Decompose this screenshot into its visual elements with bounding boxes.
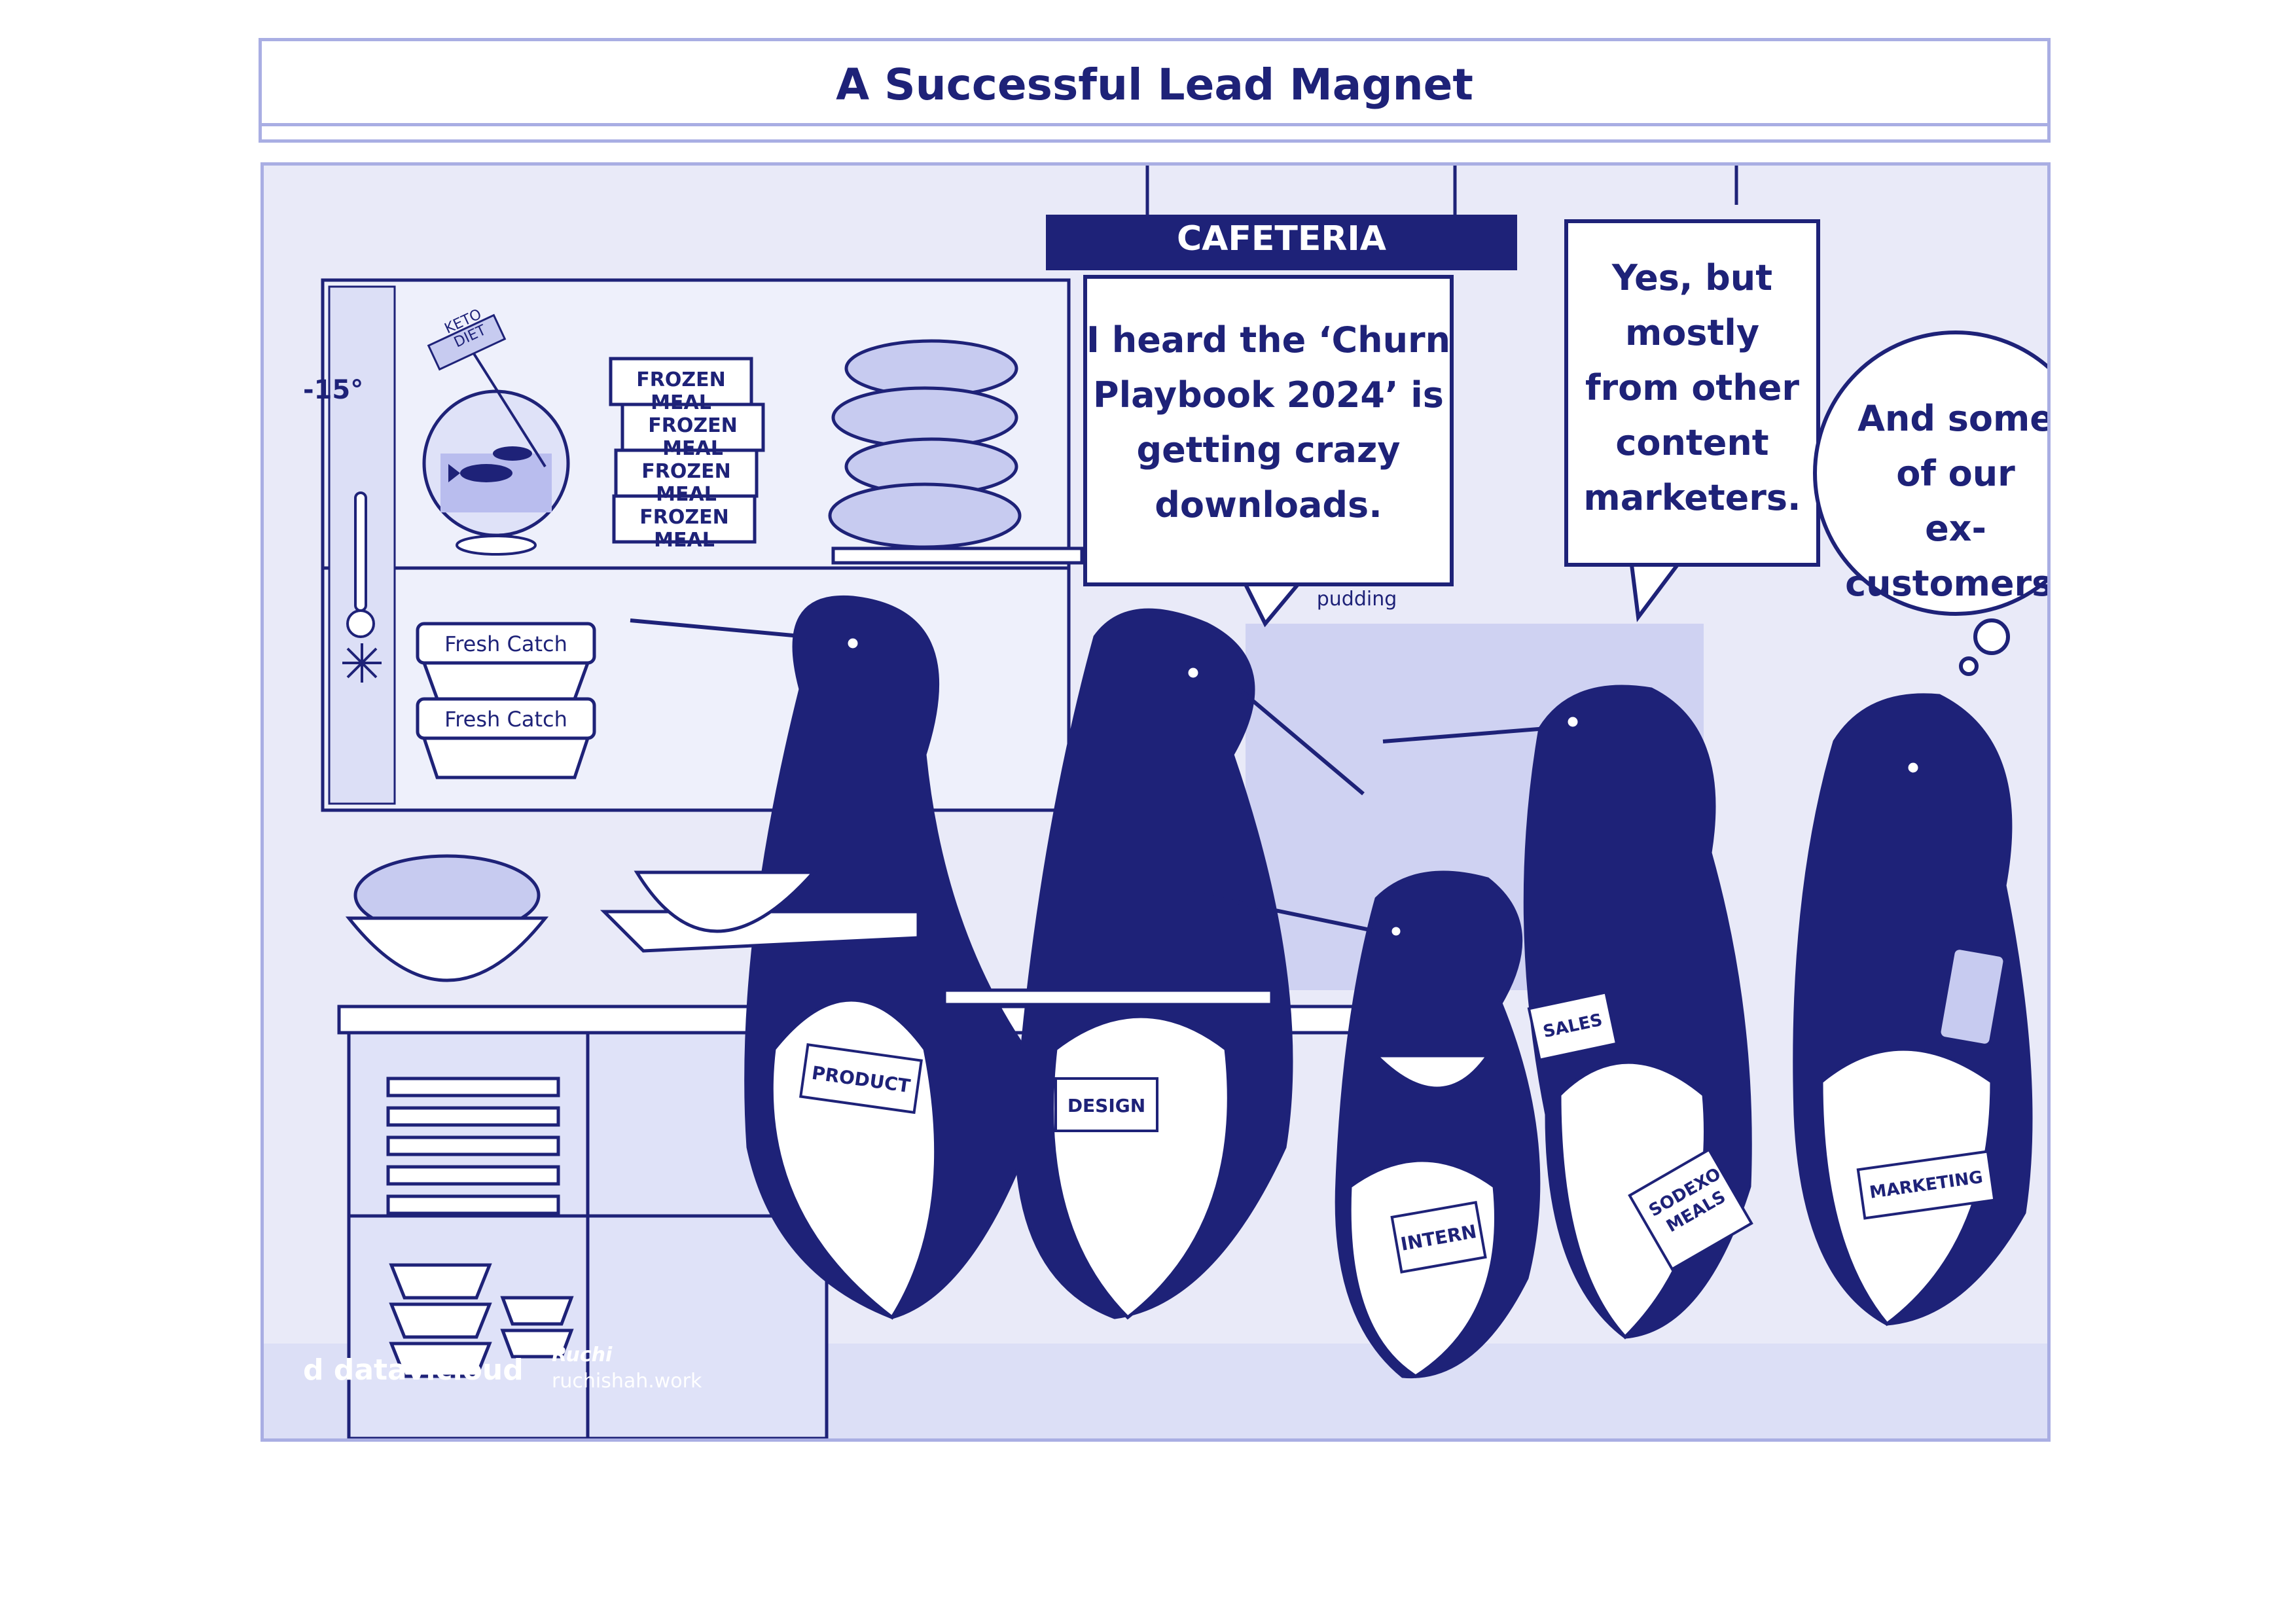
frozen-meal-label: FROZEN MEAL bbox=[639, 506, 729, 552]
badges bbox=[799, 991, 1996, 1274]
title-inner: A Successful Lead Magnet bbox=[262, 46, 2047, 126]
bubble-line: Yes, but bbox=[1611, 257, 1773, 298]
bubble-line: mostly bbox=[1624, 312, 1760, 353]
bubble-line: from other bbox=[1585, 367, 1799, 408]
frozen-meal-label: FROZEN MEAL bbox=[641, 460, 731, 506]
artist-signature: Ruchi bbox=[552, 1344, 613, 1366]
fish-stack-icon bbox=[828, 339, 1084, 565]
frozen-meal-label: FROZEN MEAL bbox=[636, 368, 726, 414]
thermometer-icon bbox=[354, 491, 367, 612]
temperature-label: -15° bbox=[303, 375, 364, 405]
artist-handle: ruchishah.work bbox=[552, 1370, 702, 1393]
thought-bubble-text: And some of our ex-customers. bbox=[1821, 391, 2051, 611]
cafeteria-sign-text: CAFETERIA bbox=[1176, 219, 1387, 259]
bubble-line: downloads. bbox=[1155, 484, 1382, 526]
pudding-sign-text: pudding bbox=[1316, 588, 1397, 611]
page-title: A Successful Lead Magnet bbox=[836, 60, 1473, 110]
fresh-catch-trays bbox=[416, 622, 596, 779]
noodle-bowl-icon bbox=[345, 854, 549, 982]
cafeteria-scene: CAFETERIA pudding -15° KETO DIET FROZEN … bbox=[260, 162, 2051, 1442]
bubble-line: of our bbox=[1896, 453, 2015, 494]
fishbowl-icon bbox=[422, 313, 570, 556]
bubble-line: ex-customers. bbox=[1845, 508, 2051, 604]
speech-bubble-2-text: Yes, but mostly from other content marke… bbox=[1566, 251, 1818, 526]
speech-bubble-2 bbox=[1564, 166, 1820, 622]
speech-bubble-1 bbox=[1083, 275, 1454, 628]
bubble-line: I heard the ‘Churn bbox=[1086, 319, 1451, 361]
speech-bubble-1-text: I heard the ‘Churn Playbook 2024’ is get… bbox=[1085, 313, 1452, 533]
bubble-line: content bbox=[1615, 422, 1769, 463]
title-bar: A Successful Lead Magnet bbox=[259, 38, 2051, 143]
brand-logo-icon: d bbox=[303, 1353, 334, 1387]
snowflake-icon bbox=[342, 643, 382, 683]
badge-design: DESIGN bbox=[1067, 1095, 1146, 1116]
frozen-meal-stack bbox=[609, 357, 765, 544]
fresh-catch-label: Fresh Catch bbox=[444, 707, 567, 732]
thought-bubble bbox=[1813, 330, 2047, 676]
frozen-meal-label: FROZEN MEAL bbox=[648, 414, 738, 460]
bubble-line: And some bbox=[1857, 398, 2051, 439]
brand-name: datavicloud bbox=[333, 1353, 524, 1387]
scene-illustration bbox=[264, 166, 2047, 1438]
bubble-line: getting crazy bbox=[1136, 429, 1401, 471]
bubble-line: marketers. bbox=[1583, 477, 1801, 518]
held-tray bbox=[600, 870, 1491, 1090]
bubble-line: Playbook 2024’ is bbox=[1093, 374, 1444, 416]
penguin-marketing bbox=[1793, 693, 2033, 1327]
brand-logo: d datavicloud bbox=[303, 1353, 524, 1387]
cafeteria-sign bbox=[1046, 166, 1517, 270]
fresh-catch-label: Fresh Catch bbox=[444, 632, 567, 656]
